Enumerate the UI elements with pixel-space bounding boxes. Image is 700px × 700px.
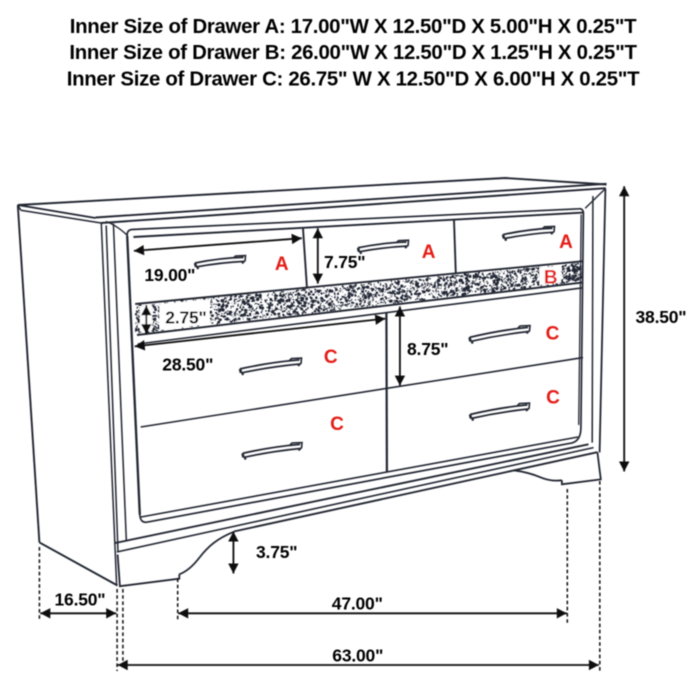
svg-text:8.75": 8.75" xyxy=(407,339,448,359)
svg-text:C: C xyxy=(324,347,338,368)
svg-text:A: A xyxy=(275,254,289,275)
svg-text:C: C xyxy=(546,324,560,345)
svg-text:3.75": 3.75" xyxy=(256,542,297,562)
svg-text:28.50": 28.50" xyxy=(162,354,213,374)
svg-text:C: C xyxy=(546,388,560,409)
svg-text:C: C xyxy=(330,414,344,435)
svg-text:2.75": 2.75" xyxy=(165,308,206,328)
svg-text:A: A xyxy=(559,232,573,253)
svg-text:38.50": 38.50" xyxy=(636,307,687,327)
svg-text:A: A xyxy=(422,242,436,263)
svg-text:16.50": 16.50" xyxy=(55,590,106,610)
svg-text:B: B xyxy=(544,268,558,289)
svg-text:19.00": 19.00" xyxy=(144,265,195,285)
svg-text:Inner Size of Drawer C: 26.75": Inner Size of Drawer C: 26.75" W X 12.50… xyxy=(67,68,640,90)
svg-text:47.00": 47.00" xyxy=(332,594,383,614)
svg-text:Inner Size of Drawer A: 17.00": Inner Size of Drawer A: 17.00"W X 12.50"… xyxy=(70,16,637,38)
svg-text:63.00": 63.00" xyxy=(332,646,383,666)
svg-text:7.75": 7.75" xyxy=(324,252,365,272)
svg-text:Inner Size of Drawer B: 26.00": Inner Size of Drawer B: 26.00"W X 12.50"… xyxy=(69,42,637,64)
